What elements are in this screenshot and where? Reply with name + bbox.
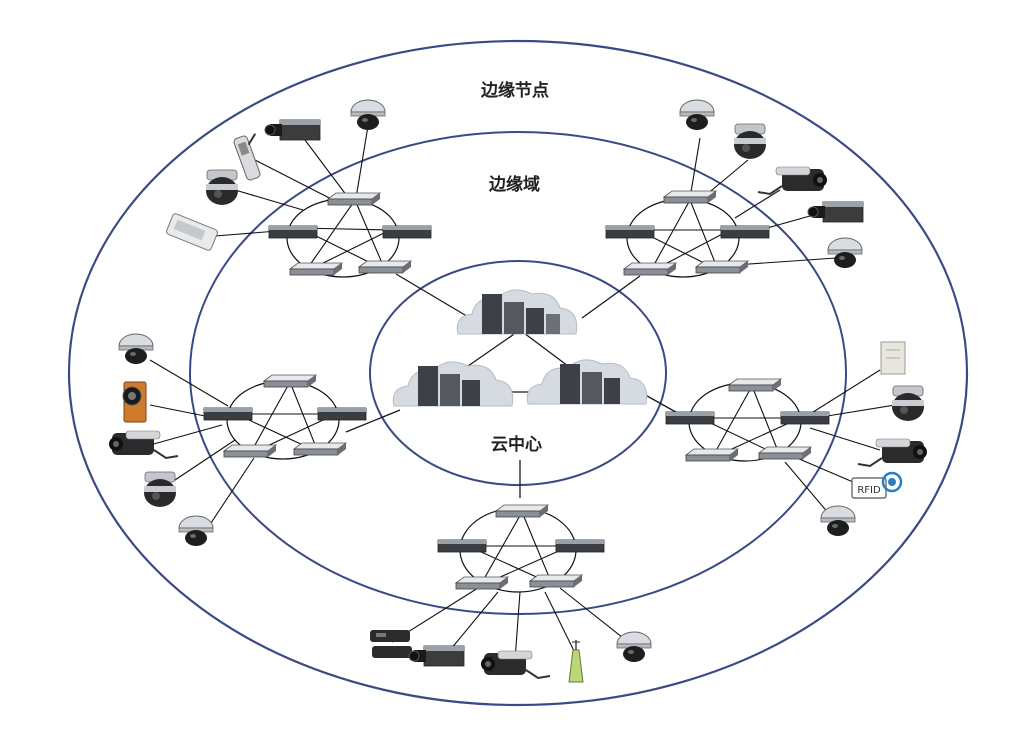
cluster-right: RFID — [665, 341, 928, 537]
bullet-camera-icon — [757, 166, 828, 195]
dome-camera-icon — [616, 631, 652, 663]
storage-unit-icon — [370, 630, 412, 658]
thermal-camera-icon — [122, 381, 147, 423]
box-camera-icon — [408, 645, 465, 667]
handheld-scanner-icon — [233, 133, 261, 181]
rfid-label: RFID — [857, 485, 881, 496]
cloud-center-label: 云中心 — [491, 435, 542, 455]
dome-camera-icon — [350, 99, 386, 131]
wireless-antenna-icon — [568, 640, 584, 683]
box-camera-icon — [264, 119, 321, 141]
server-cloud-left — [392, 361, 514, 407]
edge-nodes-label: 边缘节点 — [481, 81, 549, 101]
dome-camera-icon — [679, 99, 715, 131]
bullet-camera-icon — [108, 430, 179, 459]
bullet-camera-icon — [857, 438, 928, 467]
inner-ring-cloud-center — [369, 260, 667, 486]
card-reader-icon — [166, 213, 218, 251]
server-cloud-top — [456, 289, 578, 335]
access-panel-icon — [880, 341, 906, 375]
outer-ring-edge-nodes — [67, 39, 969, 707]
middle-ring-edge-domain — [189, 131, 847, 615]
ptz-camera-icon — [205, 169, 239, 206]
bullet-camera-icon — [480, 650, 551, 679]
dome-camera-icon — [827, 237, 863, 269]
cluster-top-left — [166, 99, 432, 278]
dome-camera-icon — [178, 515, 214, 547]
cluster-bottom — [370, 504, 652, 683]
ptz-camera-icon — [143, 471, 177, 508]
dome-camera-icon — [820, 505, 856, 537]
cloud-center — [392, 289, 648, 407]
box-camera-icon — [807, 201, 864, 223]
cluster-top-right — [605, 99, 864, 278]
ptz-camera-icon — [733, 123, 767, 160]
cluster-left — [108, 333, 367, 547]
rfid-reader-icon: RFID — [851, 471, 903, 499]
edge-domain-label: 边缘域 — [489, 175, 540, 195]
ptz-camera-icon — [891, 385, 925, 422]
server-cloud-right — [526, 359, 648, 405]
dome-camera-icon — [118, 333, 154, 365]
